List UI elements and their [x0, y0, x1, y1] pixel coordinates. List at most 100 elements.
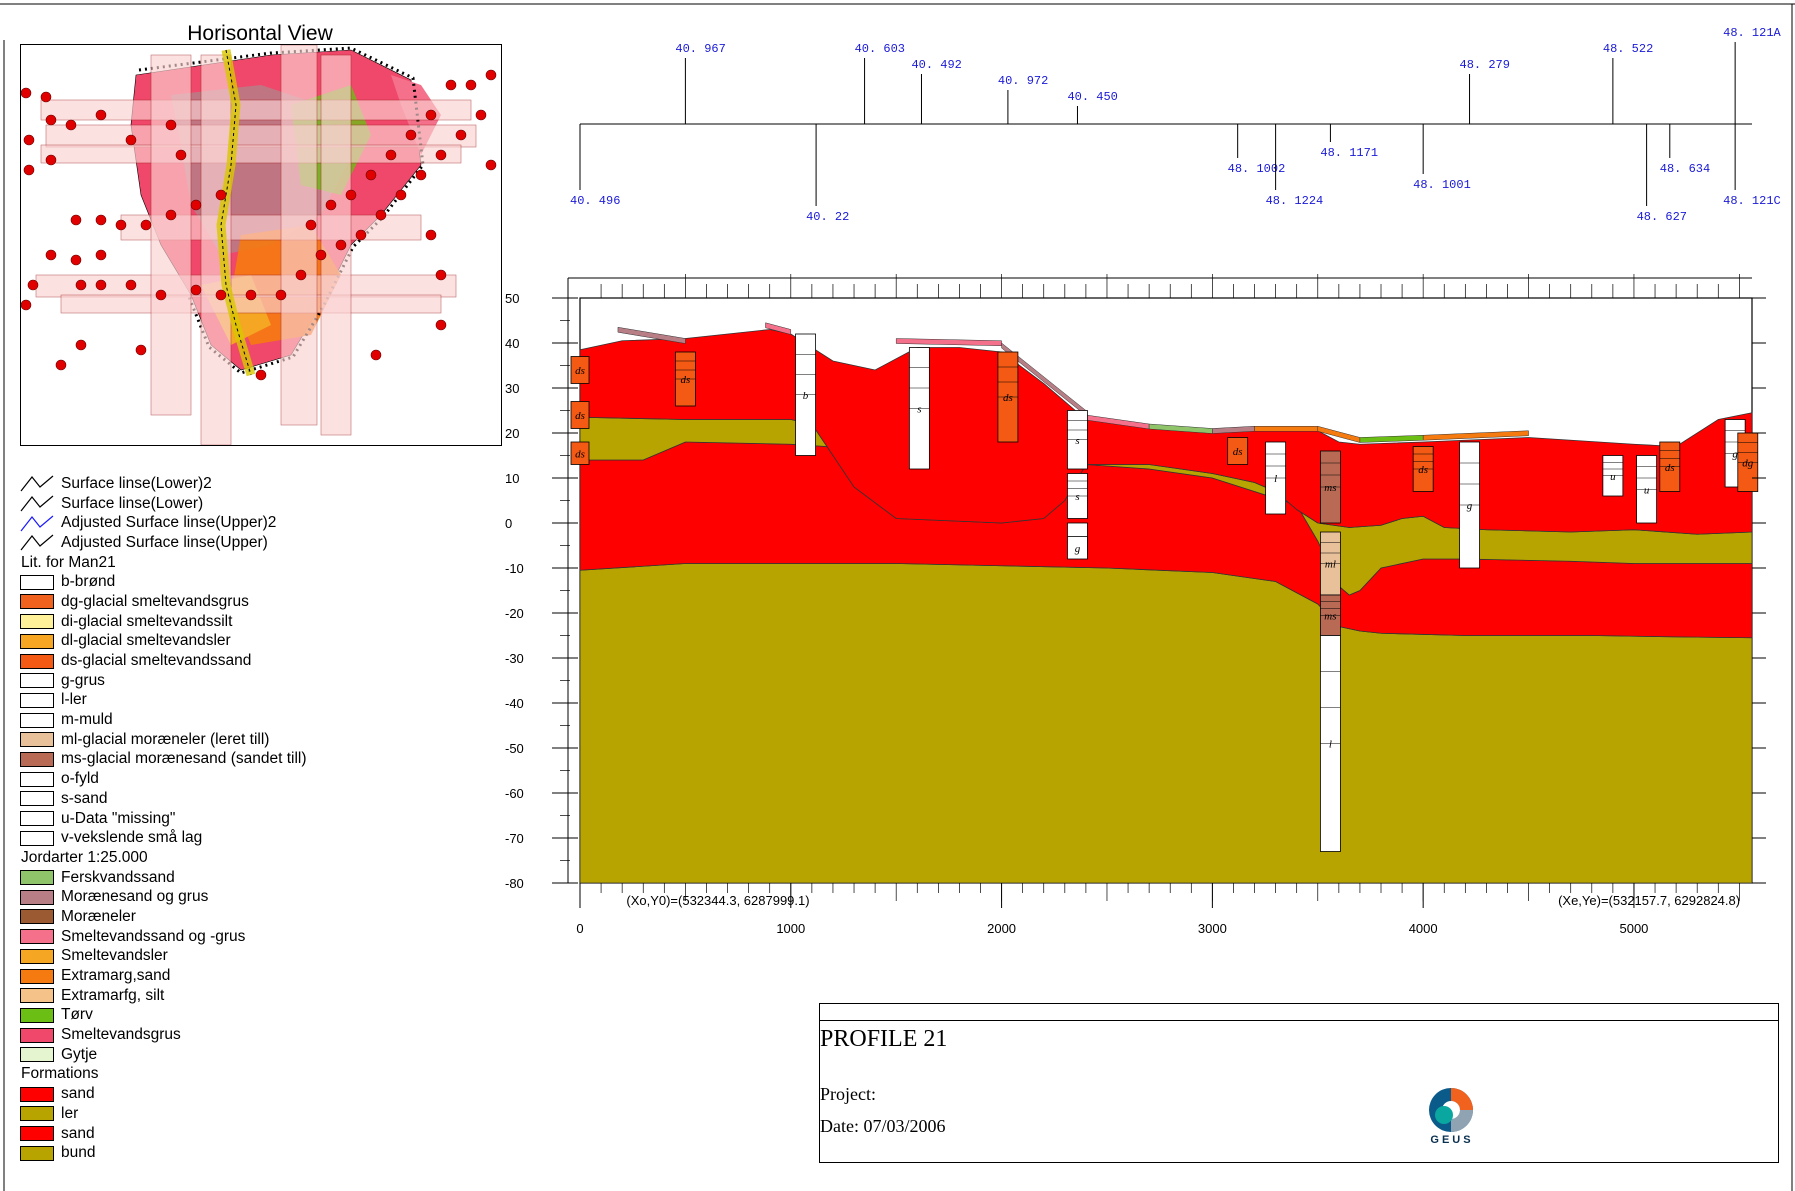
map-borehole-dot: [45, 249, 57, 261]
borehole-column[interactable]: [1227, 437, 1249, 465]
well-id-label[interactable]: 40. 496: [570, 194, 620, 208]
end-coordinate-label: (Xe,Ye)=(532157.7, 6292824.8): [1558, 893, 1740, 908]
legend-swatch: [20, 1086, 54, 1102]
legend-item-label: Gytje: [61, 1045, 98, 1063]
borehole-label: l: [1329, 739, 1332, 751]
legend-swatch: [20, 732, 54, 748]
zigzag-line-icon: [20, 534, 54, 551]
map-borehole-dot: [465, 79, 477, 91]
legend-item-label: v-vekslende små lag: [61, 829, 203, 847]
legend-swatch: [20, 811, 54, 827]
cross-section: dsdsdsdsbsdsssvgdslmsmlmsldsguudsgdg 504…: [505, 274, 1766, 936]
legend-item: di-glacial smeltevandssilt: [20, 612, 440, 632]
well-id-label[interactable]: 40. 967: [675, 42, 725, 56]
map-borehole-dot: [70, 254, 82, 266]
legend-item: ler: [20, 1104, 440, 1124]
y-tick-label: 10: [505, 471, 519, 486]
legend-swatch: [20, 791, 54, 807]
legend-swatch: [20, 948, 54, 964]
map-borehole-dot: [75, 279, 87, 291]
legend-line-item: Surface linse(Lower): [20, 494, 440, 514]
zigzag-line-icon: [20, 515, 54, 532]
legend-item-label: bund: [61, 1144, 96, 1162]
well-id-label[interactable]: 40. 603: [855, 42, 905, 56]
well-id-label[interactable]: 40. 972: [998, 74, 1048, 88]
borehole-column[interactable]: [570, 356, 590, 384]
legend-item-label: Moræneler: [61, 907, 136, 925]
map-borehole-dot: [27, 279, 39, 291]
well-id-label[interactable]: 40. 22: [806, 210, 849, 224]
map-borehole-dot: [445, 79, 457, 91]
legend-item-label: Ferskvandssand: [61, 868, 175, 886]
borehole-label: g: [1075, 543, 1081, 555]
map-borehole-dot: [125, 279, 137, 291]
map-borehole-dot: [375, 209, 387, 221]
horizontal-view-map[interactable]: [20, 44, 502, 446]
y-tick-label: -30: [505, 651, 524, 666]
legend-swatch: [20, 1027, 54, 1043]
legend-group-heading: Lit. for Man21: [21, 553, 116, 571]
well-id-label[interactable]: 48. 1171: [1320, 146, 1378, 160]
legend-swatch: [20, 633, 54, 649]
map-borehole-dot: [40, 91, 52, 103]
map-borehole-dot: [355, 229, 367, 241]
well-id-label[interactable]: 48. 121A: [1723, 26, 1781, 40]
surface-soil-strip: [765, 322, 792, 335]
legend-swatch: [20, 751, 54, 767]
map-borehole-dot: [45, 154, 57, 166]
map-borehole-dot: [55, 359, 67, 371]
well-id-label[interactable]: 48. 627: [1637, 210, 1687, 224]
legend-swatch: [20, 1145, 54, 1161]
legend-swatch: [20, 1007, 54, 1023]
legend-swatch: [20, 1047, 54, 1063]
surface-soil-strip: [1254, 426, 1319, 432]
legend-swatch: [20, 909, 54, 925]
legend-item: ds-glacial smeltevandssand: [20, 651, 440, 671]
well-id-label[interactable]: 48. 522: [1603, 42, 1653, 56]
well-id-label[interactable]: 48. 1002: [1228, 162, 1286, 176]
legend-item-label: Tørv: [61, 1006, 93, 1024]
well-id-label[interactable]: 40. 492: [911, 58, 961, 72]
y-tick-label: -10: [505, 561, 524, 576]
y-tick-label: 20: [505, 426, 519, 441]
legend-swatch: [20, 1106, 54, 1122]
legend-swatch: [20, 712, 54, 728]
map-borehole-dot: [435, 269, 447, 281]
project-label: Project:: [820, 1084, 876, 1104]
legend-swatch: [20, 889, 54, 905]
legend-item: l-ler: [20, 691, 440, 711]
legend-swatch: [20, 1126, 54, 1142]
map-canvas: [21, 45, 497, 445]
borehole-label: u: [1610, 471, 1616, 483]
borehole-label: ds: [1003, 392, 1013, 404]
y-tick-label: -50: [505, 741, 524, 756]
y-tick-label: -40: [505, 696, 524, 711]
legend-swatch: [20, 830, 54, 846]
legend-item-label: Extramarfg, silt: [61, 986, 165, 1004]
map-borehole-dot: [23, 164, 35, 176]
legend-item: Ferskvandssand: [20, 868, 440, 888]
map-borehole-strip: [40, 144, 462, 164]
map-borehole-dot: [70, 214, 82, 226]
map-borehole-dot: [215, 289, 227, 301]
map-borehole-dot: [425, 109, 437, 121]
legend-item: u-Data "missing": [20, 809, 440, 829]
well-id-label[interactable]: 48. 1224: [1266, 194, 1324, 208]
well-id-label[interactable]: 48. 634: [1660, 162, 1710, 176]
well-id-label[interactable]: 48. 279: [1460, 58, 1510, 72]
well-id-label[interactable]: 40. 450: [1067, 90, 1117, 104]
legend-item: o-fyld: [20, 769, 440, 789]
well-id-label[interactable]: 48. 1001: [1413, 178, 1471, 192]
legend-swatch: [20, 692, 54, 708]
map-borehole-dot: [95, 109, 107, 121]
well-id-label[interactable]: 48. 121C: [1723, 194, 1781, 208]
legend-item-label: Extramarg,sand: [61, 967, 171, 985]
map-borehole-dot: [21, 87, 32, 99]
borehole-column[interactable]: [570, 441, 590, 465]
borehole-column[interactable]: [570, 401, 590, 429]
y-tick-label: 50: [505, 291, 519, 306]
map-borehole-dot: [335, 239, 347, 251]
surface-soil-strip: [617, 326, 686, 344]
borehole-column[interactable]: [1067, 536, 1088, 560]
y-tick-label: -70: [505, 831, 524, 846]
